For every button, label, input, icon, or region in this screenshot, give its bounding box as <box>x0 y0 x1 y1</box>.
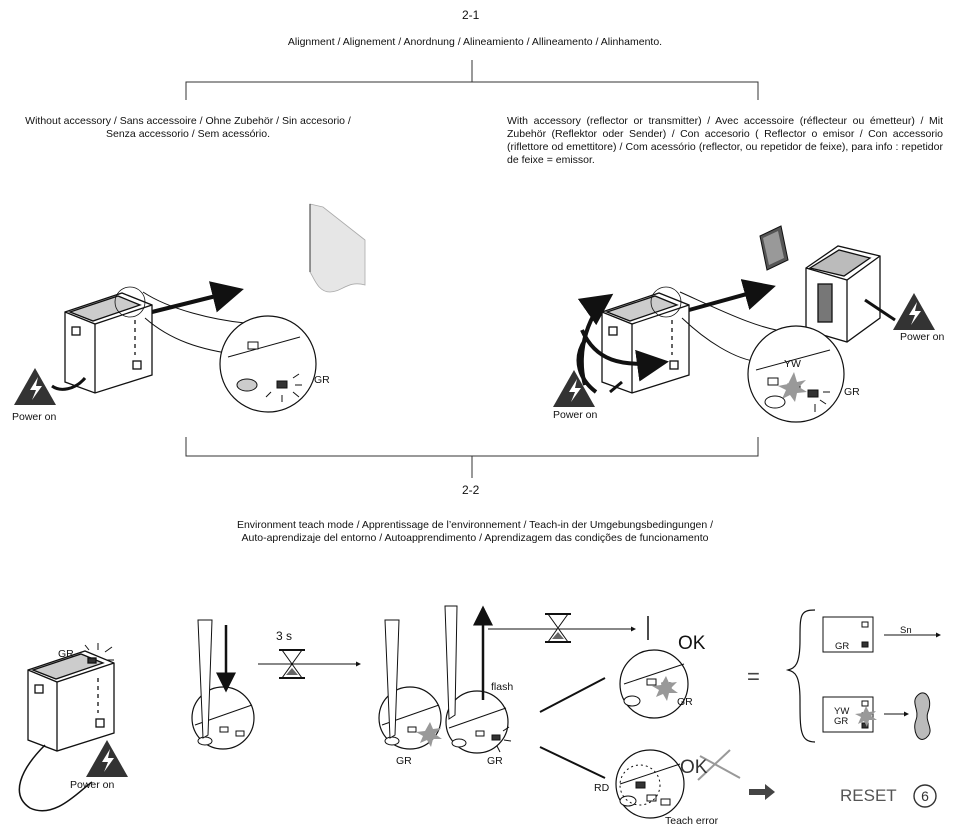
bracket-2-2 <box>185 437 759 478</box>
reflector <box>759 225 789 271</box>
led-label-gr-sensor: GR <box>58 648 74 660</box>
equals-sign: = <box>747 664 760 689</box>
hourglass-icon-wait <box>488 613 649 643</box>
result-label-gr-1: GR <box>835 641 850 652</box>
section-title-2-2-line2: Auto-aprendizaje del entorno / Autoappre… <box>241 532 709 544</box>
beam-arrow-right <box>688 279 776 312</box>
caption-with-accessory: With accessory (reflector or transmitter… <box>507 115 943 166</box>
led-label-gr-ok: GR <box>677 696 693 708</box>
teach-error-label: Teach error <box>665 815 719 827</box>
led-label-gr-flash: GR <box>487 755 503 767</box>
error-arrow-icon <box>749 784 775 800</box>
sn-label: Sn <box>900 625 912 636</box>
power-on-label-mid: Power on <box>553 409 598 421</box>
target-surface <box>309 203 366 293</box>
result-state-2 <box>822 692 931 740</box>
power-on-label-teach: Power on <box>70 779 115 791</box>
reset-label: RESET <box>840 786 897 805</box>
ok-error-label: OK <box>680 757 708 778</box>
power-warning-icon-right <box>893 293 935 330</box>
power-on-label-left: Power on <box>12 411 57 423</box>
error-zoom <box>615 749 741 819</box>
sensor-mid <box>601 286 690 394</box>
result-label-gr-2: GR <box>834 716 849 727</box>
led-glow-teach <box>84 643 114 661</box>
led-label-gr-right: GR <box>844 386 860 398</box>
flash-label: flash <box>491 681 514 693</box>
press-zoom-1 <box>191 619 255 750</box>
press-zoom-2 <box>378 619 442 750</box>
branch-ok <box>539 677 606 713</box>
led-label-rd: RD <box>594 782 610 794</box>
power-warning-icon-teach <box>86 740 128 777</box>
emitter <box>805 245 896 343</box>
led-label-gr-press: GR <box>396 755 412 767</box>
zoom-led-left <box>219 315 317 413</box>
section-title-2-2-line1: Environment teach mode / Apprentissage d… <box>236 519 714 531</box>
reset-step-circle <box>913 784 937 808</box>
caption-without-accessory: Without accessory / Sans accessoire / Oh… <box>25 115 351 140</box>
led-label-yw: YW <box>784 358 801 370</box>
reset-step-number: 6 <box>921 788 929 804</box>
ok-zoom <box>619 649 689 719</box>
result-state-1 <box>822 616 941 653</box>
power-on-label-right: Power on <box>900 331 945 343</box>
bracket-2-1 <box>185 60 759 100</box>
power-warning-icon-left <box>14 368 56 405</box>
flash-zoom <box>444 605 512 754</box>
hourglass-icon-3s <box>258 649 361 679</box>
sensor-left <box>51 286 153 394</box>
ok-label: OK <box>678 633 706 654</box>
section-title-2-1: Alignment / Alignement / Anordnung / Ali… <box>287 36 663 48</box>
branch-error <box>539 746 606 779</box>
result-brace <box>785 609 816 743</box>
result-label-yw: YW <box>834 706 850 717</box>
power-warning-icon-mid <box>553 370 595 407</box>
zoom-led-mid <box>747 325 845 423</box>
hold-time-label: 3 s <box>276 629 293 643</box>
led-label-gr-left: GR <box>314 374 330 386</box>
section-number-2-1: 2-1 <box>462 8 480 22</box>
sensor-teach <box>18 650 115 812</box>
adjust-arrows <box>576 293 669 394</box>
section-number-2-2: 2-2 <box>462 483 480 497</box>
beam-arrow-left <box>151 281 244 314</box>
